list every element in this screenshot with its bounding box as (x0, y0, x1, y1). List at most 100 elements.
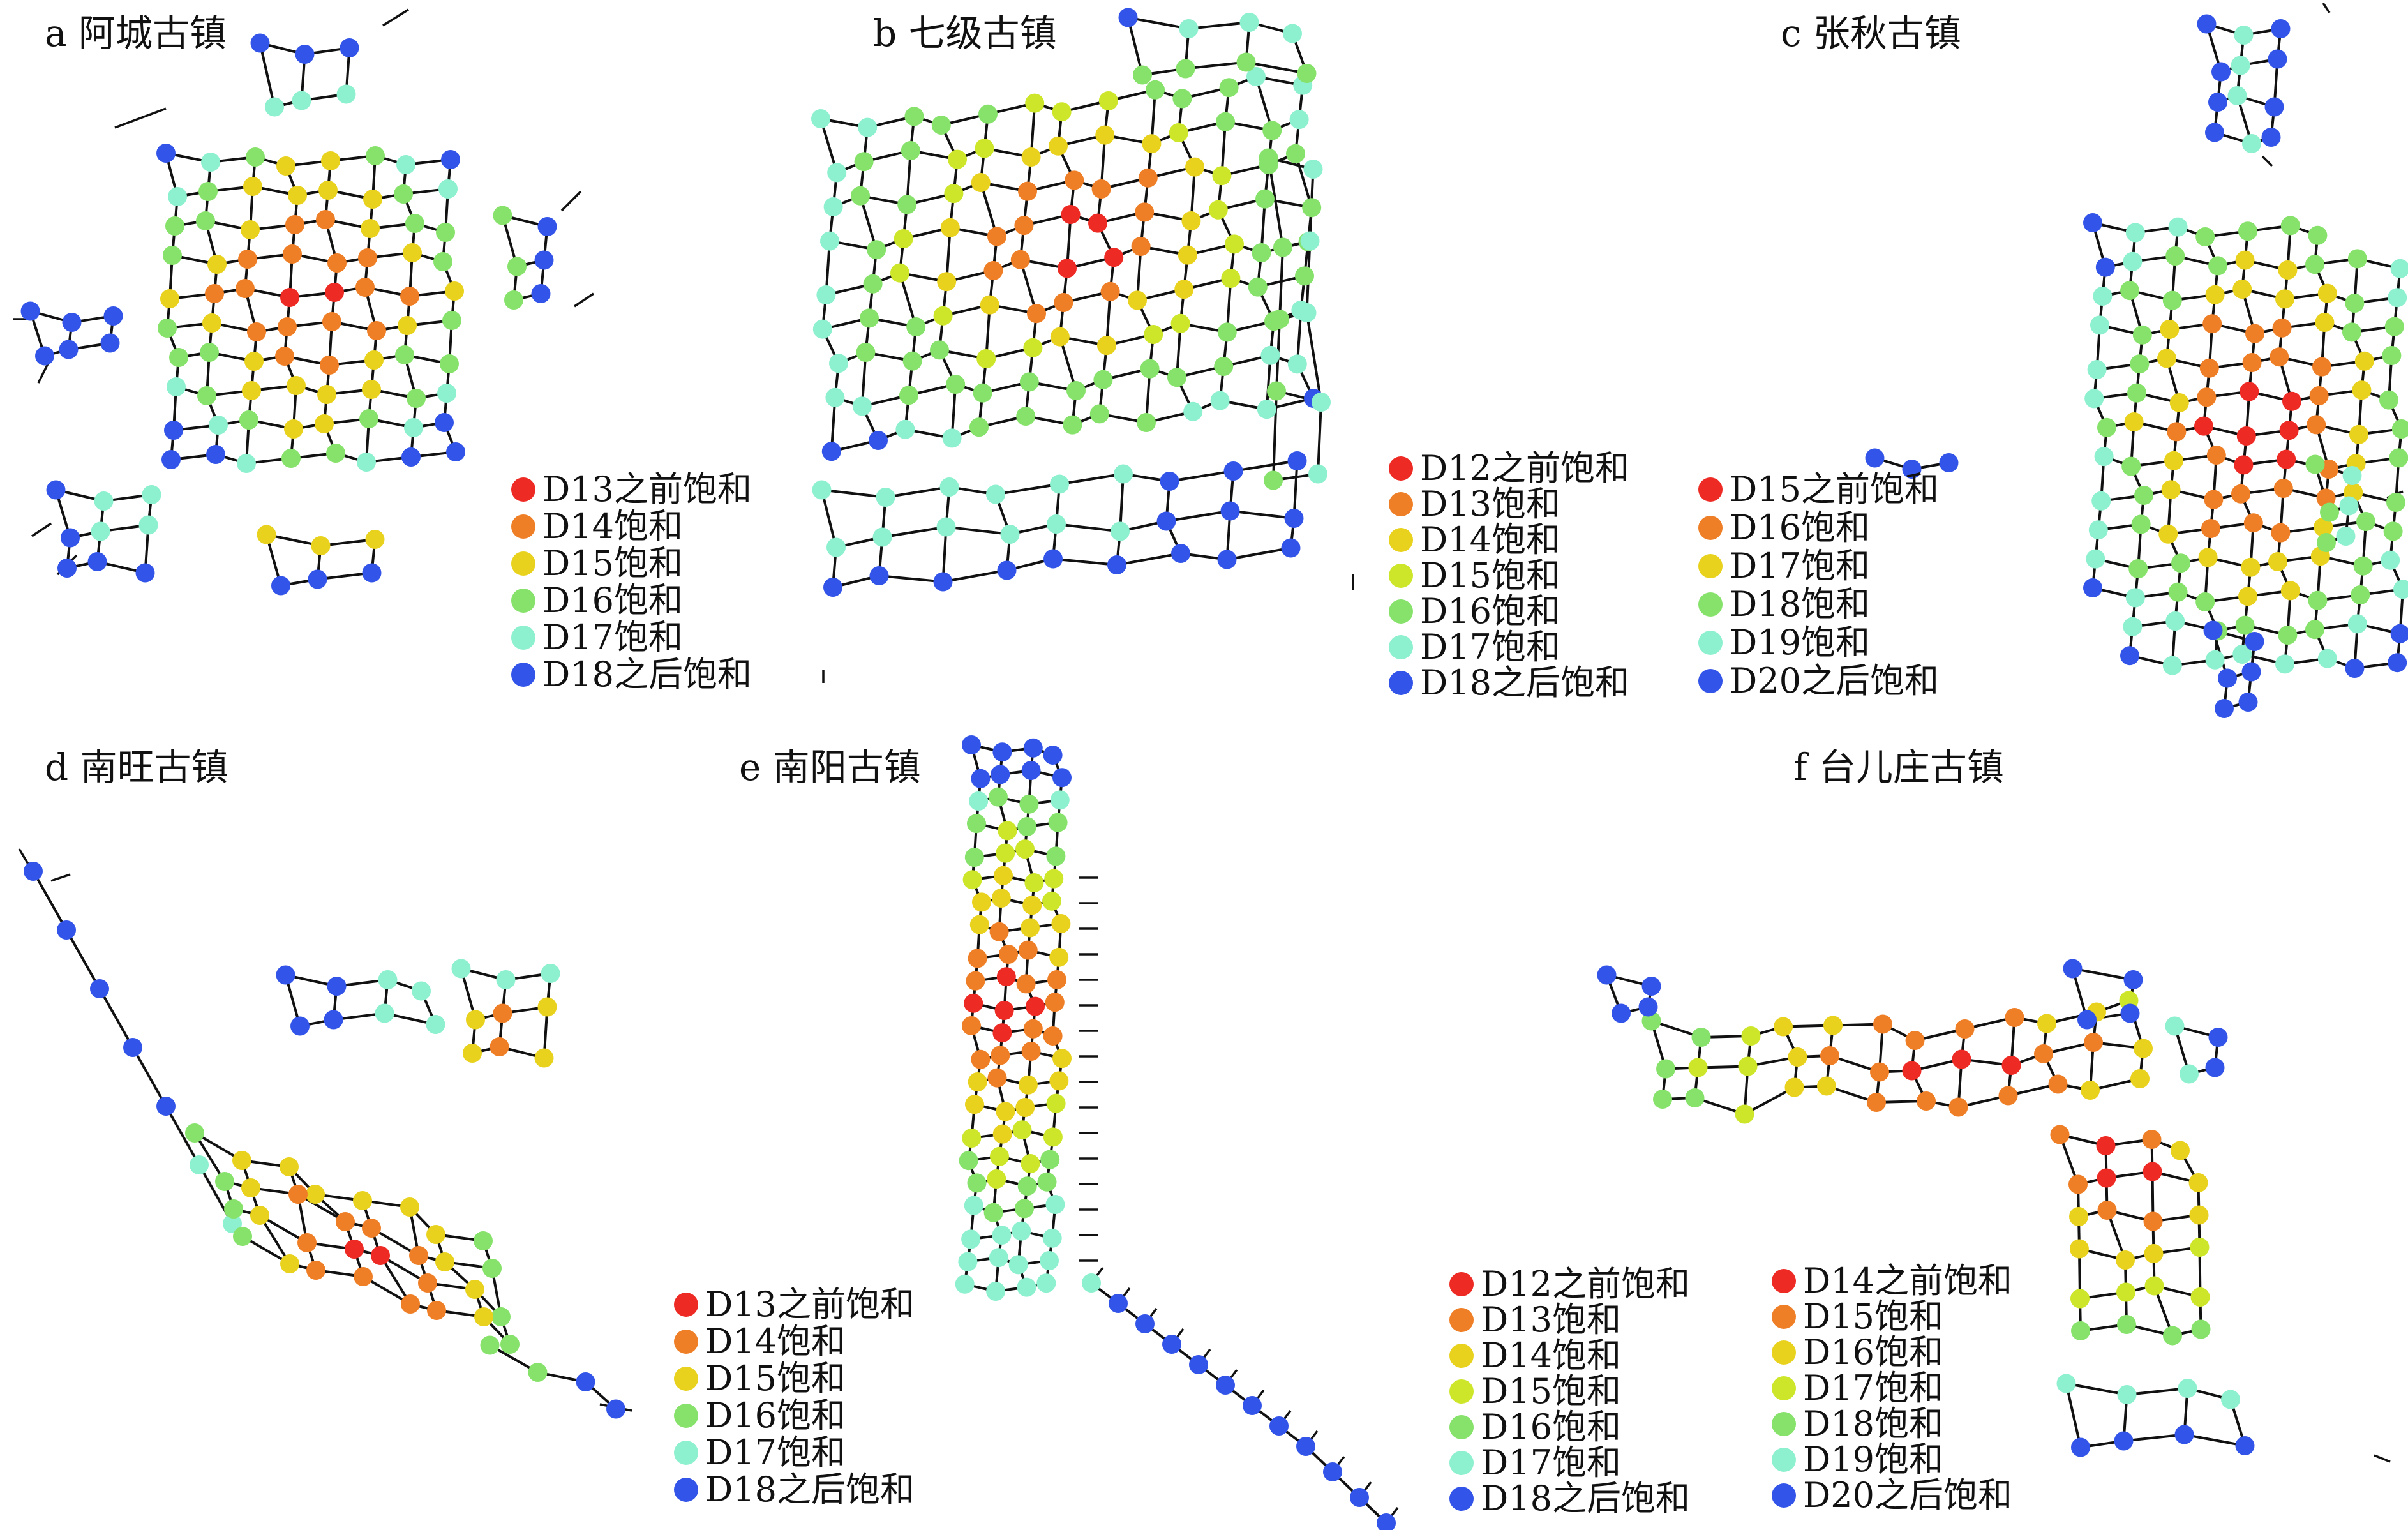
intersection-node (2188, 1173, 2208, 1192)
intersection-node (2168, 582, 2188, 602)
intersection-node (1017, 1277, 1036, 1297)
intersection-node (1061, 205, 1081, 224)
intersection-node (466, 1010, 485, 1030)
road-edge (943, 569, 1007, 583)
intersection-node (480, 1335, 500, 1355)
intersection-node (276, 156, 295, 176)
legend-label: D16饱和 (542, 580, 683, 620)
intersection-node (400, 287, 419, 306)
intersection-node (2272, 318, 2292, 338)
intersection-node (991, 1046, 1010, 1065)
intersection-node (1052, 102, 1072, 122)
intersection-node (209, 416, 228, 435)
legend-swatch-cyan (1698, 631, 1723, 655)
intersection-node (901, 141, 920, 160)
intersection-node (812, 480, 832, 500)
legend-swatch-orange (511, 514, 535, 539)
intersection-node (237, 454, 256, 473)
intersection-node (2261, 128, 2281, 147)
intersection-node (257, 525, 276, 544)
legend-label: D13饱和 (1420, 484, 1560, 524)
intersection-node (537, 217, 557, 236)
intersection-node (2123, 970, 2143, 989)
intersection-node (2309, 386, 2329, 405)
road-edge (885, 486, 950, 499)
intersection-node (2234, 455, 2254, 475)
road-edge (1052, 557, 1118, 566)
legend-swatch-blue (1772, 1483, 1796, 1508)
legend-label: D12之前饱和 (1420, 448, 1629, 488)
intersection-node (1015, 1098, 1035, 1117)
intersection-node (1107, 555, 1126, 574)
intersection-node (1023, 1019, 1043, 1039)
intersection-node (1873, 1014, 1892, 1034)
intersection-node (2390, 624, 2408, 643)
intersection-node (1185, 157, 1204, 177)
intersection-node (1144, 325, 1163, 344)
intersection-node (2391, 419, 2408, 439)
intersection-node (2037, 1014, 2056, 1033)
legend-label: D17饱和 (1420, 627, 1560, 667)
legend-label: D14之前饱和 (1803, 1261, 2012, 1301)
intersection-node (2088, 520, 2108, 540)
intersection-node (1021, 761, 1041, 780)
road-edge (2066, 1382, 2127, 1396)
intersection-node (1037, 1172, 1057, 1192)
intersection-node (236, 279, 255, 298)
intersection-node (1638, 997, 1658, 1017)
intersection-node (295, 45, 315, 64)
intersection-node (1052, 1049, 1072, 1069)
legend-label: D14饱和 (1481, 1335, 1621, 1376)
intersection-node (1000, 525, 1020, 544)
road-stub (574, 292, 594, 308)
intersection-node (200, 343, 219, 362)
intersection-node (2191, 1319, 2211, 1339)
intersection-node (992, 1023, 1012, 1043)
intersection-node (2315, 313, 2335, 332)
intersection-node (142, 485, 161, 504)
intersection-nodes-d (24, 862, 625, 1419)
intersection-node (2070, 1289, 2090, 1309)
intersection-node (1047, 970, 1066, 989)
intersection-node (275, 347, 294, 366)
intersection-node (930, 340, 949, 360)
intersection-node (2235, 1436, 2255, 1455)
intersection-node (1050, 327, 1070, 347)
intersection-node (316, 210, 335, 229)
legend-swatch-yellowgreen (1449, 1379, 1474, 1404)
intersection-node (872, 527, 892, 547)
legend-label: D17饱和 (705, 1432, 846, 1473)
intersection-node (2305, 620, 2324, 640)
intersection-node (2090, 315, 2109, 335)
intersection-node (1043, 1127, 1063, 1147)
intersection-node (1058, 259, 1077, 278)
legend-swatch-cyan (1772, 1448, 1796, 1472)
intersection-node (854, 152, 874, 172)
intersection-node (2165, 246, 2185, 266)
intersection-node (1262, 121, 1282, 140)
intersection-node (61, 528, 80, 548)
intersection-node (973, 383, 992, 403)
intersection-node (94, 491, 114, 511)
intersection-node (904, 107, 924, 126)
intersection-node (2236, 426, 2256, 446)
legend-label: D16饱和 (1803, 1332, 1943, 1372)
intersection-node (474, 1307, 493, 1326)
intersection-node (1741, 1026, 1761, 1046)
intersection-node (2347, 614, 2367, 634)
intersection-node (1248, 277, 1268, 297)
intersection-node (1049, 1071, 1069, 1091)
legend-swatch-yellow (1449, 1344, 1474, 1368)
intersection-node (541, 964, 560, 983)
legend-swatch-green (1389, 599, 1413, 624)
intersection-node (2084, 389, 2104, 409)
network-c (1865, 3, 2408, 718)
intersection-node (2190, 1287, 2210, 1307)
intersection-node (493, 206, 512, 225)
intersection-node (2356, 512, 2375, 531)
intersection-node (2271, 19, 2291, 38)
road-edge (1292, 460, 1299, 519)
intersection-node (2120, 646, 2139, 666)
intersection-node (2190, 1238, 2210, 1257)
